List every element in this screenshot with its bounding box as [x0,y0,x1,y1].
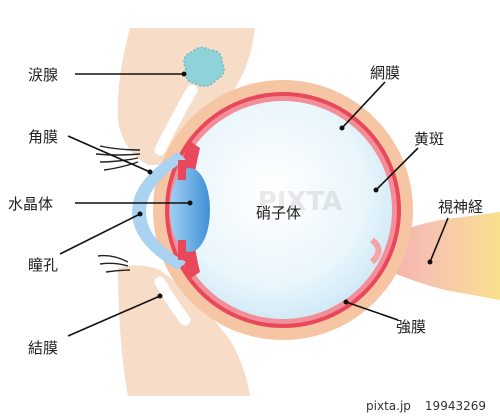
cornea [132,152,186,270]
lacrimal-gland [183,46,225,87]
label-macula: 黄斑 [414,130,444,148]
optic-disc [369,237,382,265]
lower-eyelid [118,265,250,396]
leader-sclera [345,301,399,321]
leader-dot-conjunctiva [157,293,163,299]
leader-dot-retina [339,125,345,131]
leader-dot-lacrimal-gland [181,71,187,77]
stock-footer: pixta.jp 19943269 [0,396,500,416]
leader-dot-pupil [137,211,143,217]
leader-cornea [67,135,151,173]
leader-dot-cornea [147,169,153,175]
iris-upper [178,160,186,180]
leader-dot-macula [373,187,379,193]
label-vitreous: 硝子体 [256,204,301,222]
vitreous-body [174,101,392,319]
leader-dot-optic-nerve [427,259,433,265]
footer-site: pixta.jp [366,399,411,413]
leader-dot-lens [187,200,193,206]
leader-retina [341,81,386,129]
label-cornea: 角膜 [28,128,58,146]
lower-conjunctiva [154,276,191,326]
upper-conjunctiva [154,84,198,156]
leader-conjunctiva [67,295,161,337]
label-retina: 網膜 [370,64,400,82]
leader-macula [375,147,419,191]
lower-eyelashes [97,254,131,273]
crystalline-lens [170,168,210,252]
leader-optic-nerve [429,217,449,263]
leader-dot-sclera [343,299,349,305]
leader-pupil [59,213,141,255]
label-sclera: 強膜 [396,318,426,336]
label-conjunctiva: 結膜 [28,339,58,357]
label-lens: 水晶体 [8,195,53,213]
watermark-text: PIXTA [258,187,343,217]
footer-id: 19943269 [424,399,486,413]
upper-eyelashes [95,145,141,171]
label-lacrimal-gland: 涙腺 [28,66,58,84]
label-pupil: 瞳孔 [28,256,58,274]
label-optic-nerve: 視神経 [438,198,483,216]
iris-lower [178,240,186,260]
